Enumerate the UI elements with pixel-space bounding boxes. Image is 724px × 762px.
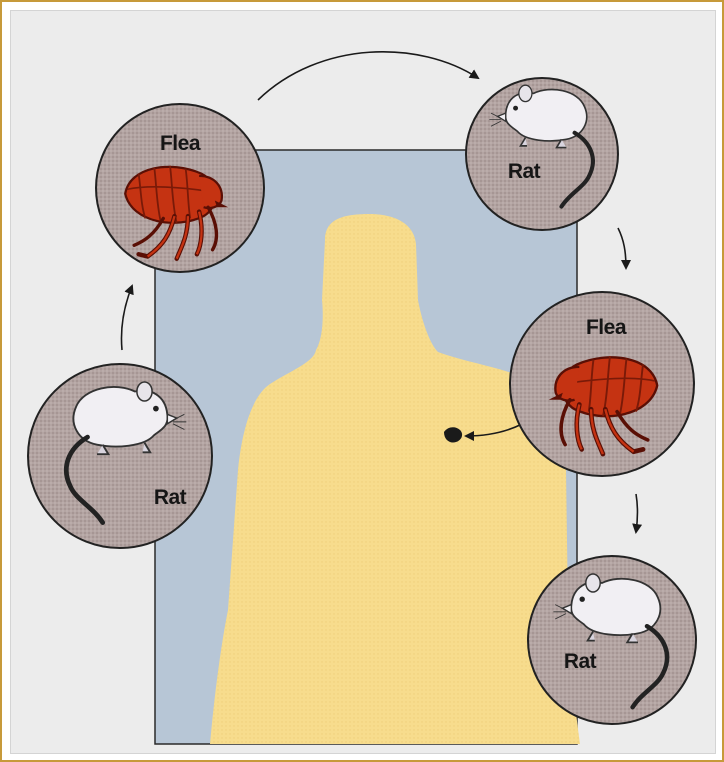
node-rat-top-right: Rat bbox=[466, 78, 618, 230]
arrow-flea-to-rat-top bbox=[258, 52, 478, 100]
arrow-flea-to-rat-bottom bbox=[636, 494, 638, 532]
node-flea-right: Flea bbox=[510, 292, 694, 476]
node-rat-left: Rat bbox=[28, 364, 212, 548]
node-label: Flea bbox=[586, 316, 627, 339]
arrow-rat-left-to-flea bbox=[121, 286, 132, 350]
node-label: Rat bbox=[508, 160, 541, 183]
node-label: Flea bbox=[160, 132, 201, 155]
node-label: Rat bbox=[564, 650, 597, 673]
node-flea-top-left: Flea bbox=[96, 104, 264, 272]
node-rat-bottom-right: Rat bbox=[528, 556, 696, 724]
node-label: Rat bbox=[154, 486, 187, 509]
arrow-rat-top-to-flea-right bbox=[618, 228, 626, 268]
